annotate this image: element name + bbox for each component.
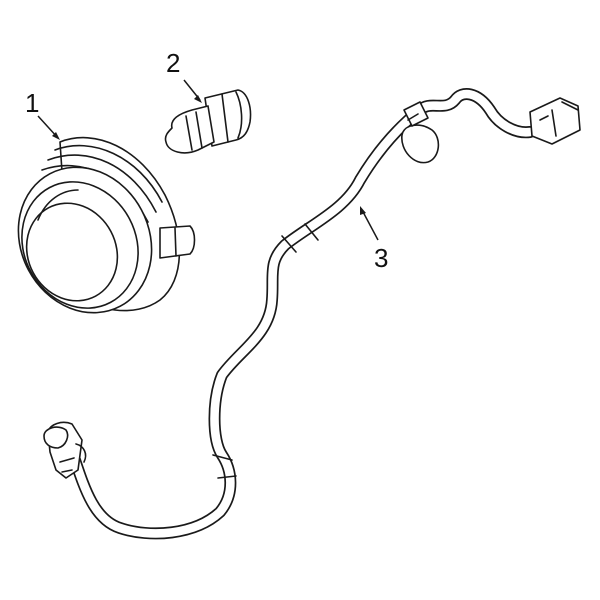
arrowhead-icon: [194, 95, 202, 103]
arrowhead-icon: [360, 206, 366, 215]
callout-label-3: 3: [374, 243, 388, 273]
callout-label-1: 1: [25, 88, 39, 118]
callout-3: 3: [360, 206, 388, 273]
wiring-harness: [43, 88, 581, 540]
lamp-housing: [17, 136, 196, 314]
bulb: [164, 89, 252, 154]
arrowhead-icon: [52, 132, 60, 140]
callout-2: 2: [166, 48, 202, 103]
callout-1: 1: [25, 88, 60, 140]
callout-label-2: 2: [166, 48, 180, 78]
